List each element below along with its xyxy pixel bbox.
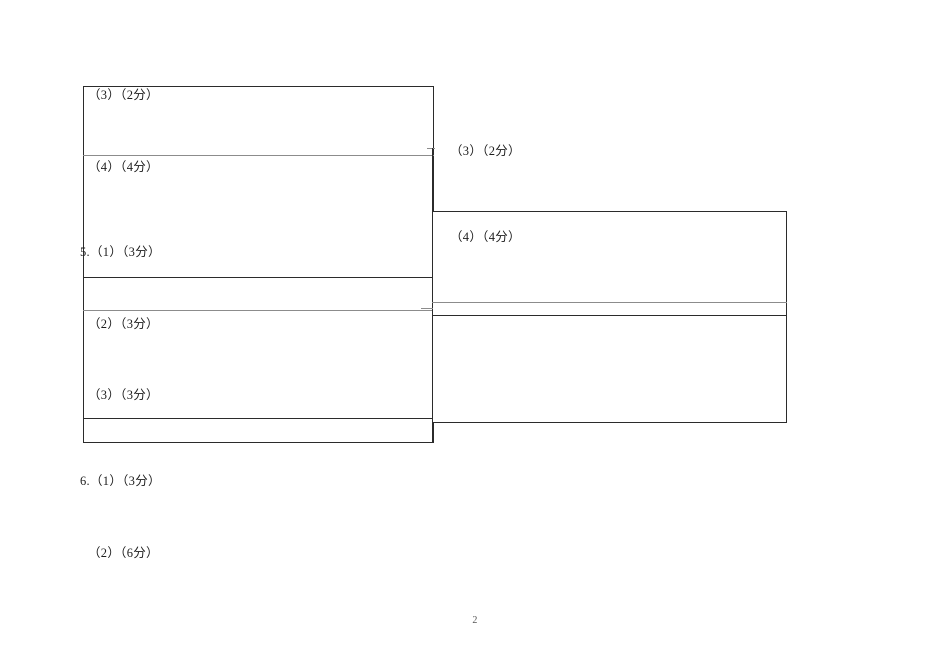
label-right-row-4: （4）（4分） [450, 230, 521, 244]
answer-grid-left [83, 86, 434, 443]
label-right-row-3: （3）（2分） [450, 144, 521, 158]
right-tick-rule-top [427, 148, 435, 149]
label-left-row-3: （3）（2分） [88, 88, 159, 102]
label-left-row-4: （4）（4分） [88, 160, 159, 174]
label-item-6-2: （2）（6分） [88, 546, 159, 560]
left-grid-divider-4 [83, 418, 434, 419]
right-grid-divider-1 [432, 302, 787, 303]
right-grid-divider-2 [432, 315, 787, 316]
label-left-row-5-1: 5.（1）（3分） [80, 245, 161, 259]
label-left-row-5-3: （3）（3分） [88, 388, 159, 402]
left-grid-divider-1 [83, 155, 434, 156]
left-grid-divider-3 [83, 310, 434, 311]
left-grid-divider-2 [83, 277, 434, 278]
label-item-6-1: 6.（1）（3分） [80, 474, 161, 488]
page-number: 2 [472, 615, 478, 626]
label-left-row-5-2: （2）（3分） [88, 317, 159, 331]
right-tick-rule-mid [421, 308, 433, 309]
answer-grid-right [432, 211, 787, 423]
